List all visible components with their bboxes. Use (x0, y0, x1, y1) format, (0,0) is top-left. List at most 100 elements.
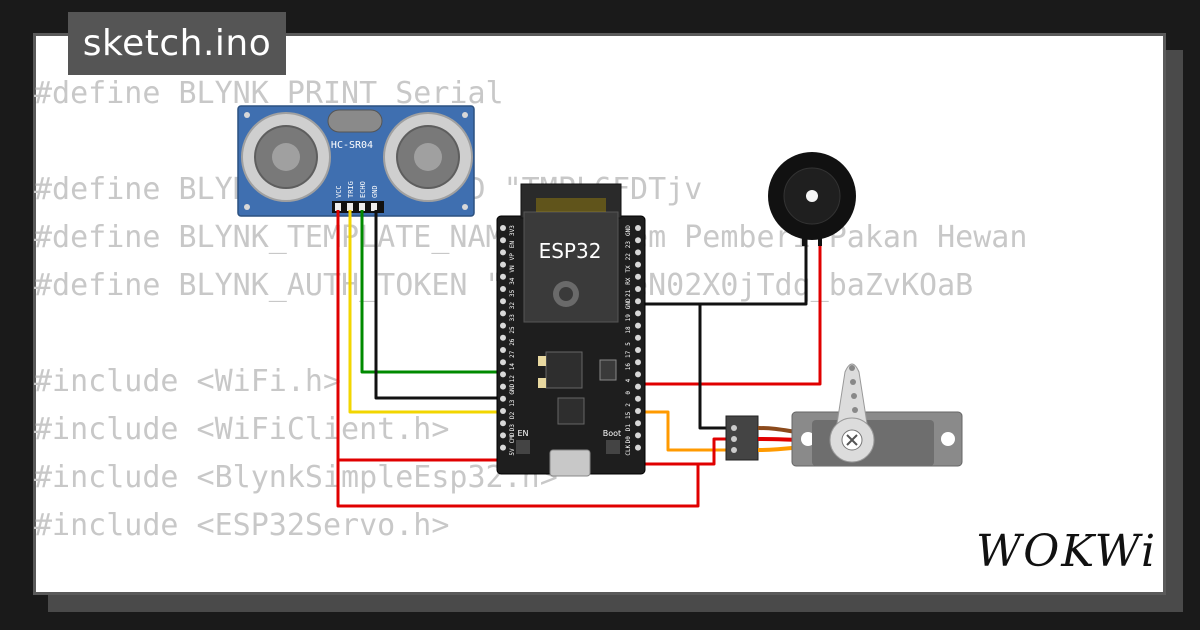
board-pin-label: 12 (509, 375, 516, 383)
board-pin[interactable] (500, 286, 506, 292)
board-pin-label: D3 (509, 424, 516, 432)
wire-red-buzzer (636, 226, 822, 386)
board-pin[interactable] (500, 432, 506, 439)
board-pin[interactable] (635, 395, 641, 402)
board-pin-label: 16 (625, 363, 632, 371)
board-pin-label: TX (625, 265, 632, 273)
board-pin-label: GND (625, 298, 632, 309)
servo-motor[interactable] (725, 363, 963, 467)
board-pin[interactable] (635, 444, 641, 451)
code-line: #define BLYNK_PRINT Serial (34, 76, 504, 111)
board-pin-label: 35 (509, 289, 516, 297)
board-pin[interactable] (635, 310, 641, 317)
board-pin[interactable] (500, 322, 506, 329)
board-pin[interactable] (500, 347, 506, 353)
board-pin[interactable] (635, 237, 641, 244)
code-line: #include <WiFi.h> (34, 364, 342, 399)
board-pin[interactable] (500, 237, 506, 244)
board-pin[interactable] (635, 261, 641, 268)
board-pin[interactable] (500, 359, 506, 366)
board-pin-label: RX (625, 277, 632, 285)
wokwi-logo: WOKWi (976, 526, 1158, 577)
board-pin[interactable] (500, 310, 506, 317)
board-pin-label: 0 (625, 391, 632, 395)
board-pin-label: 34 (509, 277, 516, 285)
board-pin[interactable] (635, 371, 641, 378)
buzzer[interactable] (768, 152, 856, 246)
board-pin[interactable] (635, 347, 641, 353)
en-button-label: EN (517, 429, 528, 438)
board-pin-label: 17 (625, 350, 632, 358)
board-pin-label: 22 (625, 253, 632, 261)
board-pin[interactable] (635, 408, 641, 414)
board-pin[interactable] (500, 371, 506, 378)
board-pin-label: CMD (509, 432, 516, 443)
board-pin[interactable] (635, 225, 641, 231)
board-pin-label: D1 (625, 424, 632, 432)
board-pin[interactable] (635, 432, 641, 439)
board-pin-label: 21 (625, 289, 632, 297)
code-line: #include <WiFiClient.h> (34, 412, 450, 447)
board-pin-label: CLK (625, 444, 632, 455)
sensor-pin-label: ECHO (359, 181, 367, 198)
board-pin-label: GND (509, 383, 516, 394)
board-pin-label: 18 (625, 326, 632, 334)
wire-yellow-trig (348, 210, 500, 414)
board-pin-label: 5V (509, 448, 516, 456)
board-pin[interactable] (635, 286, 641, 292)
board-pin[interactable] (500, 261, 506, 268)
wire-black-buzzer (636, 226, 808, 306)
board-pin[interactable] (500, 395, 506, 402)
board-pin[interactable] (635, 359, 641, 366)
boot-button-label: Boot (603, 429, 621, 438)
board-pin-label: 3V3 (509, 225, 516, 236)
board-pin[interactable] (635, 420, 641, 427)
board-label: ESP32 (539, 239, 602, 263)
wire-black-servo (698, 304, 728, 430)
board-pin[interactable] (635, 383, 641, 390)
file-tab[interactable]: sketch.ino (68, 12, 286, 75)
board-pin-label: 5 (625, 342, 632, 346)
board-pin-label: 26 (509, 338, 516, 346)
board-pin-label: GND (625, 225, 632, 236)
wire-black-gnd (374, 210, 500, 400)
board-pin[interactable] (500, 249, 506, 256)
code-line: #include <ESP32Servo.h> (34, 508, 450, 543)
board-pin[interactable] (635, 249, 641, 256)
wire-green-echo (360, 210, 500, 374)
board-pin-label: 32 (509, 302, 516, 310)
board-pin-label: VN (509, 265, 516, 273)
board-pin-label: EN (509, 241, 516, 249)
board-pin-label: D2 (509, 411, 516, 419)
board-pin[interactable] (635, 322, 641, 329)
ultrasonic-sensor[interactable]: HC-SR04 VCC TRIG ECHO GND (237, 105, 475, 217)
board-pin[interactable] (500, 444, 506, 451)
board-pin[interactable] (500, 273, 506, 280)
board-pin[interactable] (635, 273, 641, 280)
board-pin-label: 13 (509, 399, 516, 407)
board-pin-label: 19 (625, 314, 632, 322)
board-pin-label: 25 (509, 326, 516, 334)
esp32-board[interactable]: ESP32 EN Boot 3V3ENVPVN34353233252627141… (496, 183, 646, 477)
board-pin[interactable] (500, 334, 506, 341)
board-pin[interactable] (500, 408, 506, 414)
board-pin-label: VP (509, 253, 516, 261)
sensor-pin-label: GND (371, 185, 379, 198)
board-pin[interactable] (500, 383, 506, 390)
board-pin-label: 4 (625, 378, 632, 382)
sensor-pin-label: VCC (335, 185, 343, 198)
board-pin[interactable] (635, 334, 641, 341)
board-pin[interactable] (500, 225, 506, 231)
board-pin-label: 27 (509, 350, 516, 358)
board-pin[interactable] (500, 420, 506, 427)
board-pin[interactable] (500, 298, 506, 305)
sensor-pin-label: TRIG (347, 181, 355, 198)
wire-red-servo-vcc (698, 437, 728, 466)
board-pin-label: 14 (509, 363, 516, 371)
board-pin-label: 23 (625, 241, 632, 249)
board-pin-label: D0 (625, 436, 632, 444)
wires (336, 210, 822, 508)
board-pin[interactable] (635, 298, 641, 305)
